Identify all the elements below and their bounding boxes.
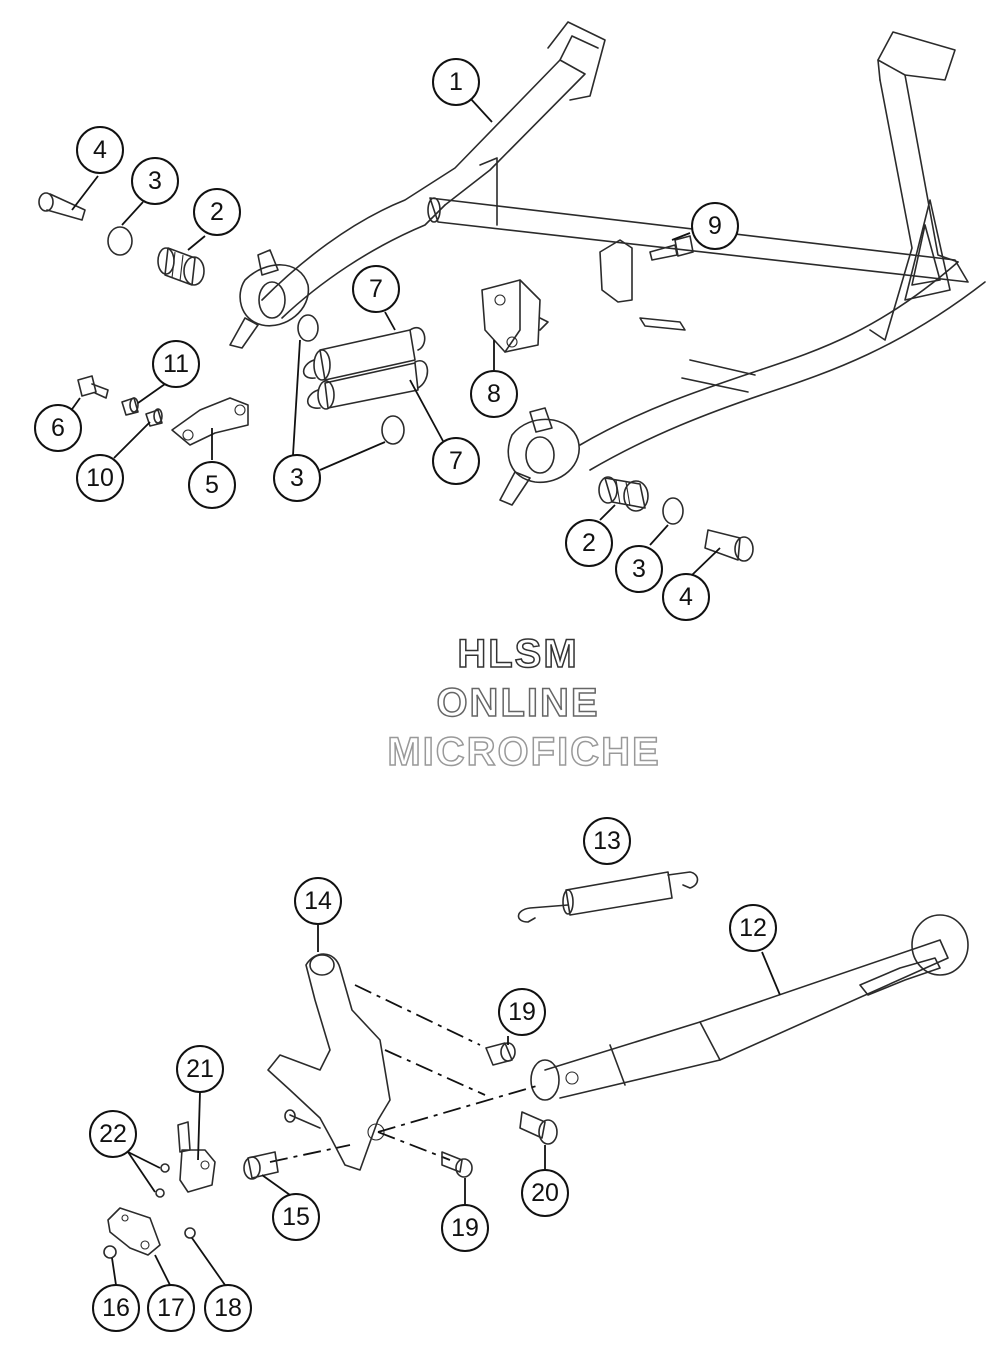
callout-label: 21 xyxy=(186,1055,214,1083)
bolt-part xyxy=(38,192,86,221)
o-ring-part xyxy=(107,226,133,256)
bolt-part xyxy=(77,375,109,399)
leader-lines xyxy=(69,97,781,1286)
spring-part xyxy=(517,871,699,923)
screw-part xyxy=(160,1163,170,1173)
callout-label: 3 xyxy=(290,464,304,492)
o-ring-part xyxy=(662,497,684,525)
callout-8: 8 xyxy=(470,370,518,418)
bolt-part xyxy=(704,529,754,562)
callout-label: 2 xyxy=(210,198,224,226)
callout-label: 19 xyxy=(508,998,536,1026)
screw-part xyxy=(155,1188,165,1198)
bushing-part xyxy=(157,247,205,286)
callout-2: 2 xyxy=(565,519,613,567)
callout-15: 15 xyxy=(272,1193,320,1241)
callout-4: 4 xyxy=(76,126,124,174)
bolt-part xyxy=(519,1111,558,1145)
callout-7: 7 xyxy=(432,437,480,485)
callout-18: 18 xyxy=(204,1284,252,1332)
callout-label: 7 xyxy=(369,275,383,303)
side-stand-switch-part xyxy=(177,1121,216,1193)
side-stand-bracket-part xyxy=(267,953,391,1171)
callout-16: 16 xyxy=(92,1284,140,1332)
callout-label: 22 xyxy=(99,1120,127,1148)
plate-part xyxy=(171,397,249,446)
callout-label: 12 xyxy=(739,914,767,942)
callout-19: 19 xyxy=(441,1204,489,1252)
callout-12: 12 xyxy=(729,904,777,952)
spring-part xyxy=(302,326,429,410)
callout-label: 3 xyxy=(148,167,162,195)
assembly-line xyxy=(377,1084,541,1133)
assembly-line xyxy=(269,1144,351,1163)
callout-11: 11 xyxy=(152,340,200,388)
assembly-line xyxy=(354,984,481,1046)
nut-part xyxy=(103,1245,117,1259)
callout-label: 8 xyxy=(487,380,501,408)
callout-label: 18 xyxy=(214,1294,242,1322)
switch-bracket-part xyxy=(107,1207,161,1256)
assembly-line xyxy=(384,1049,486,1096)
bolt-part xyxy=(441,1151,473,1178)
watermark-line-1: HLSM xyxy=(457,632,578,676)
callout-label: 1 xyxy=(449,68,463,96)
callout-label: 20 xyxy=(531,1179,559,1207)
callout-label: 13 xyxy=(593,827,621,855)
callout-label: 4 xyxy=(93,136,107,164)
callout-label: 4 xyxy=(679,583,693,611)
callout-14: 14 xyxy=(294,877,342,925)
sleeve-part xyxy=(121,397,139,416)
callout-10: 10 xyxy=(76,454,124,502)
sleeve-part xyxy=(145,408,163,427)
callout-6: 6 xyxy=(34,404,82,452)
callout-label: 2 xyxy=(582,529,596,557)
callout-label: 7 xyxy=(449,447,463,475)
callout-1: 1 xyxy=(432,58,480,106)
o-ring-part xyxy=(297,314,319,342)
bolt-part xyxy=(649,235,694,261)
callout-9: 9 xyxy=(691,202,739,250)
callout-label: 16 xyxy=(102,1294,130,1322)
callout-label: 5 xyxy=(205,471,219,499)
callout-label: 6 xyxy=(51,414,65,442)
watermark-line-3: MICROFICHE xyxy=(387,730,660,774)
callout-label: 19 xyxy=(451,1214,479,1242)
callout-21: 21 xyxy=(176,1045,224,1093)
bolt-part xyxy=(485,1042,516,1066)
callout-label: 14 xyxy=(304,887,332,915)
callout-20: 20 xyxy=(521,1169,569,1217)
side-stand-part xyxy=(530,914,969,1101)
o-ring-part xyxy=(381,415,405,445)
callout-label: 3 xyxy=(632,555,646,583)
callout-7: 7 xyxy=(352,265,400,313)
callout-3: 3 xyxy=(131,157,179,205)
callout-22: 22 xyxy=(89,1110,137,1158)
callout-label: 15 xyxy=(282,1203,310,1231)
callout-5: 5 xyxy=(188,461,236,509)
assembly-line xyxy=(377,1131,451,1161)
callout-2: 2 xyxy=(193,188,241,236)
callout-label: 11 xyxy=(163,350,189,378)
callout-19: 19 xyxy=(498,988,546,1036)
callout-3: 3 xyxy=(615,545,663,593)
callout-4: 4 xyxy=(662,573,710,621)
callout-13: 13 xyxy=(583,817,631,865)
callout-3: 3 xyxy=(273,454,321,502)
bushing-part xyxy=(598,476,649,512)
callout-label: 9 xyxy=(708,212,722,240)
callout-label: 17 xyxy=(157,1294,185,1322)
callout-label: 10 xyxy=(86,464,114,492)
watermark-line-2: ONLINE xyxy=(436,681,599,725)
washer-part xyxy=(184,1227,196,1239)
watermark: HLSM ONLINE MICROFICHE xyxy=(387,631,660,775)
bracket-part xyxy=(481,279,549,353)
center-stand-part xyxy=(229,21,986,506)
callout-17: 17 xyxy=(147,1284,195,1332)
sleeve-part xyxy=(243,1151,279,1180)
